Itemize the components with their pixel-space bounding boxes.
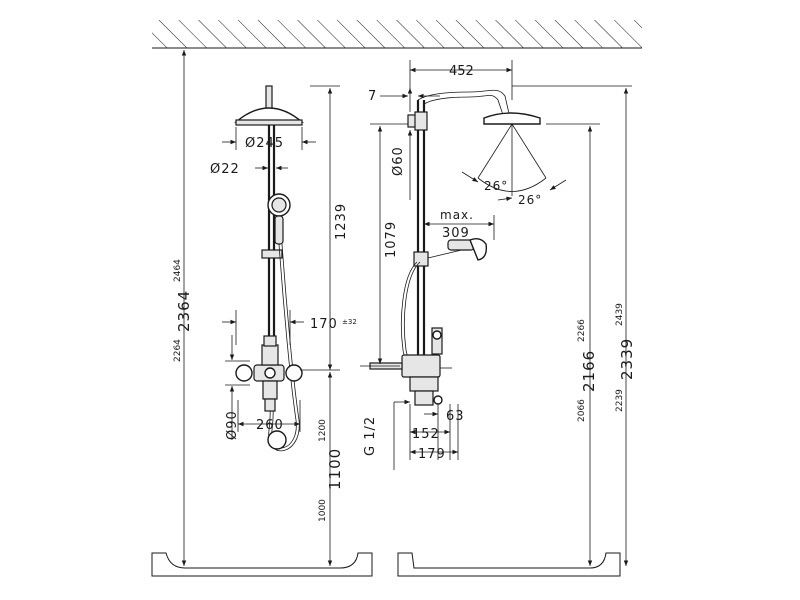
label-309: 309 [442,226,470,241]
label-170: 170 [310,317,338,332]
label-179: 179 [418,447,446,462]
label-63: 63 [446,409,465,424]
label-7: 7 [368,89,376,104]
floor-right [397,552,621,577]
label-152: 152 [412,427,440,442]
label-1239: 1239 [334,203,349,240]
label-2339: 2339 [618,338,636,380]
label-170-tolerance: ±32 [342,318,357,326]
ceiling [152,20,642,49]
label-d22: Ø22 [210,162,240,177]
label-d60: Ø60 [391,146,406,176]
label-260: 260 [256,418,284,433]
label-1000: 1000 [318,499,328,522]
label-g12: G 1/2 [363,416,378,456]
label-max: max. [440,208,474,222]
front-view-dimensions [181,50,340,566]
label-angle-1: 26° [484,179,508,193]
front-view-product [234,85,304,452]
label-1079: 1079 [384,221,399,258]
label-d245: Ø245 [245,136,284,151]
label-d90: Ø90 [225,410,240,440]
label-452: 452 [449,64,474,79]
floor-left [151,552,373,577]
label-1100: 1100 [326,448,344,490]
label-1200: 1200 [318,419,328,442]
dimension-labels: 452 7 Ø245 Ø22 Ø60 1239 1079 170 ±32 26°… [173,64,636,522]
label-2166: 2166 [580,350,598,392]
label-2464: 2464 [173,259,183,282]
label-angle-2: 26° [518,193,542,207]
label-2266: 2266 [577,319,587,342]
label-2264: 2264 [173,339,183,362]
side-view-product [369,89,547,406]
label-2239: 2239 [615,389,625,412]
label-2364: 2364 [175,290,193,332]
label-2439: 2439 [615,303,625,326]
label-2066: 2066 [577,399,587,422]
side-view-dimensions [360,60,632,566]
